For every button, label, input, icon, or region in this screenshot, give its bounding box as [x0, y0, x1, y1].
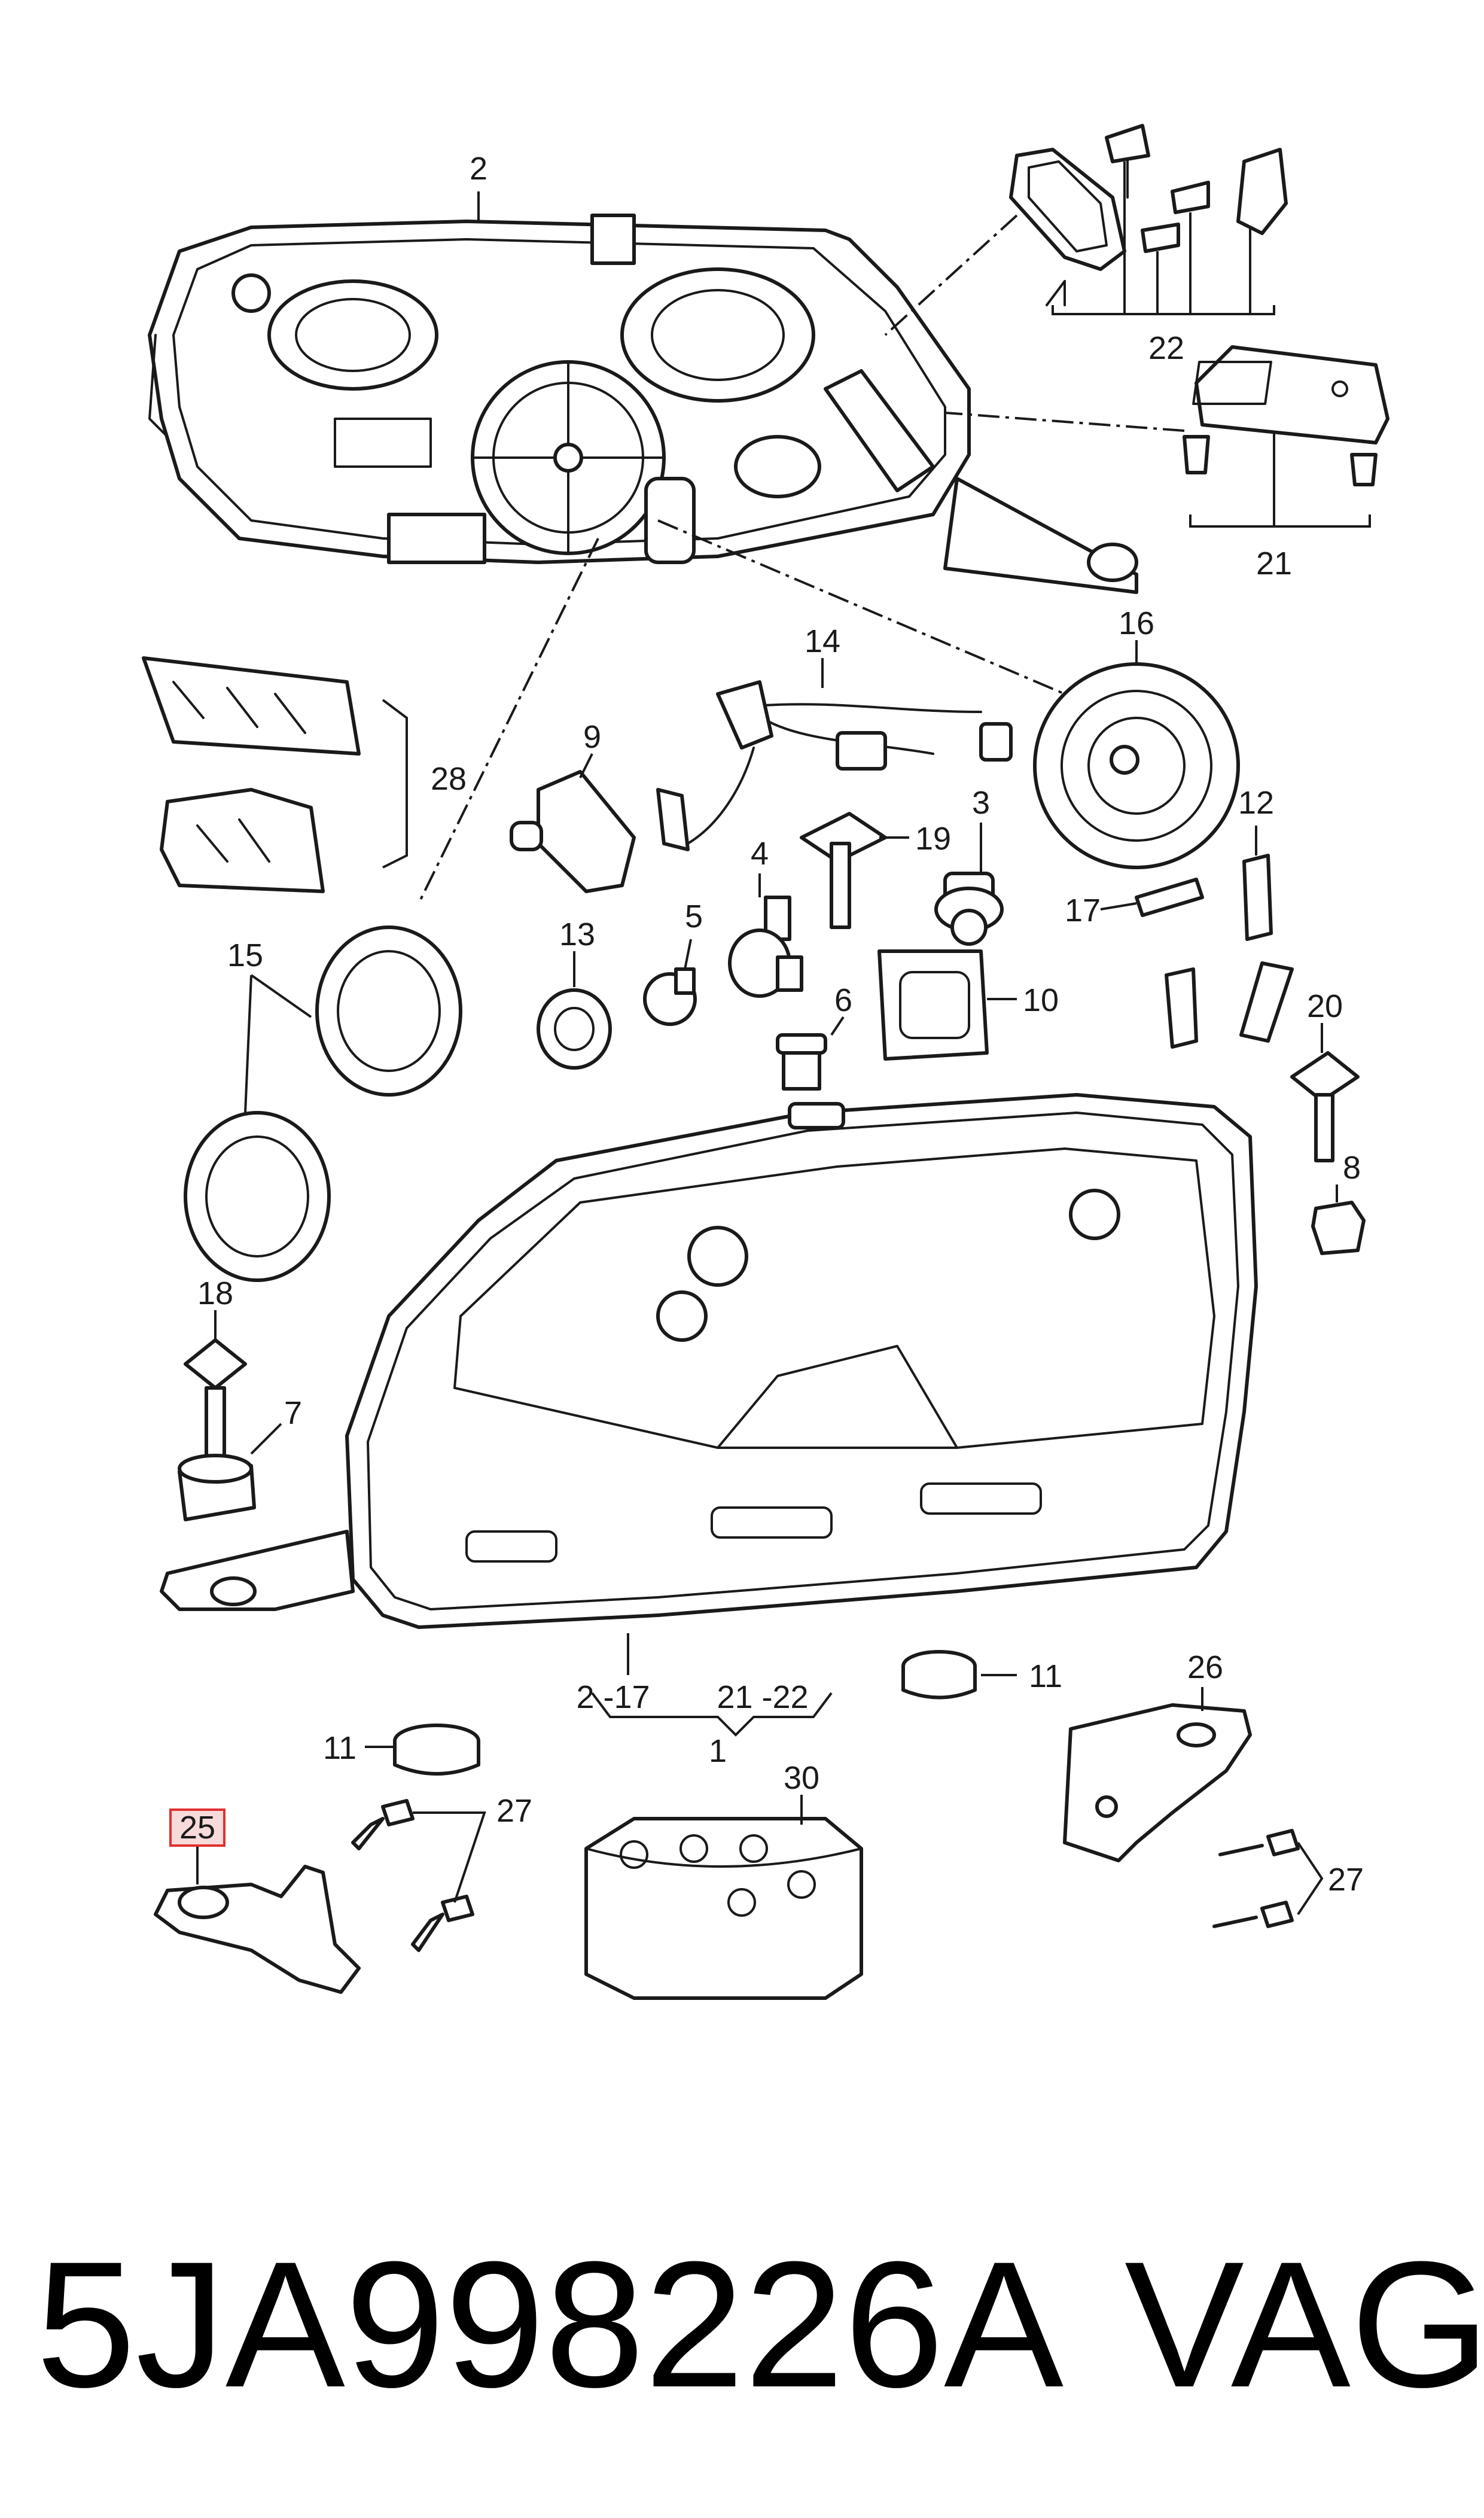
headlight-housing-rear: [148, 214, 1138, 594]
callout-5: 5: [685, 899, 703, 934]
part-9-actuator: [510, 753, 636, 893]
callout-11-left: 11: [323, 1730, 356, 1766]
part-14-wiring-harness: [656, 680, 1013, 851]
callout-28: 28: [431, 761, 467, 797]
callout-3: 3: [972, 785, 990, 821]
callout-7: 7: [284, 1395, 302, 1431]
callout-9: 9: [583, 719, 601, 755]
assembly-1-bracket-line: [591, 1633, 833, 1737]
part-27-screws-left: [351, 1799, 486, 1952]
part-5-bulb: [643, 939, 697, 1026]
callout-6: 6: [834, 982, 852, 1018]
callout-range-2-17: 2 -17: [576, 1679, 650, 1715]
part-27-screws-right: [1212, 1829, 1324, 1928]
part-number-caption: 5JA998226A: [36, 2224, 1064, 2425]
callout-13: 13: [559, 917, 595, 952]
part-18-screw: [184, 1338, 247, 1462]
part-20-screw: [1290, 1051, 1360, 1162]
part-3-bulb: [934, 872, 1004, 946]
callout-25-highlight: 25: [169, 1808, 226, 1847]
callout-10: 10: [1023, 982, 1059, 1018]
part-17-clip: [1100, 878, 1204, 917]
callout-leads: [214, 191, 1338, 1340]
part-22-bracket-set: [1009, 124, 1288, 315]
connection-lines: [418, 214, 1185, 904]
part-15-seal-rings: [184, 925, 462, 1282]
callout-27-left: 27: [496, 1793, 532, 1829]
callout-21: 21: [1256, 546, 1292, 581]
callout-12: 12: [1238, 785, 1274, 821]
callout-17: 17: [1065, 893, 1101, 928]
callout-25: 25: [179, 1810, 215, 1846]
callout-18: 18: [197, 1275, 233, 1311]
part-7-nut: [178, 1423, 282, 1521]
callout-22: 22: [1148, 330, 1184, 366]
callout-11-right: 11: [1029, 1658, 1062, 1694]
part-21-control-module: [1183, 345, 1389, 528]
part-16-cover-disc: [1033, 662, 1240, 869]
callout-1: 1: [709, 1733, 727, 1769]
callout-27-right: 27: [1328, 1862, 1364, 1898]
part-10-gasket-plate: [877, 949, 1017, 1061]
callout-25-box: [169, 1808, 226, 1847]
part-12-connectors: [1165, 854, 1294, 1049]
callout-labels: 2 22 21 14 16 28 9 19 3 12 17 4 5 13 15 …: [197, 151, 1364, 1898]
callout-20: 20: [1307, 988, 1343, 1024]
part-4-bulb: [728, 896, 803, 998]
callout-30: 30: [784, 1760, 819, 1796]
callout-4: 4: [751, 836, 769, 872]
part-25-bracket: [154, 1843, 361, 1994]
callout-14: 14: [805, 623, 840, 659]
part-19-screw: [800, 812, 909, 929]
callout-2: 2: [470, 151, 487, 187]
callout-16: 16: [1119, 605, 1154, 641]
part-30-repair-kit: [584, 1795, 863, 2000]
callout-8: 8: [1343, 1150, 1361, 1186]
part-8-nut: [1311, 1201, 1366, 1255]
brand-caption: VAG: [1125, 2224, 1484, 2425]
part-11-rubber-pads: [365, 1650, 1017, 1776]
callout-range-21-22: 21 -22: [717, 1679, 808, 1715]
part-13-bulb-holder: [537, 988, 612, 1070]
part-28-lens-covers: [142, 656, 408, 893]
callout-26: 26: [1187, 1649, 1223, 1685]
callout-15: 15: [227, 937, 263, 973]
headlight-assembly-front: [160, 1093, 1258, 1629]
part-26-mount-bracket: [1063, 1687, 1252, 1862]
part-6-holder: [776, 1016, 845, 1091]
callout-19: 19: [915, 821, 951, 857]
